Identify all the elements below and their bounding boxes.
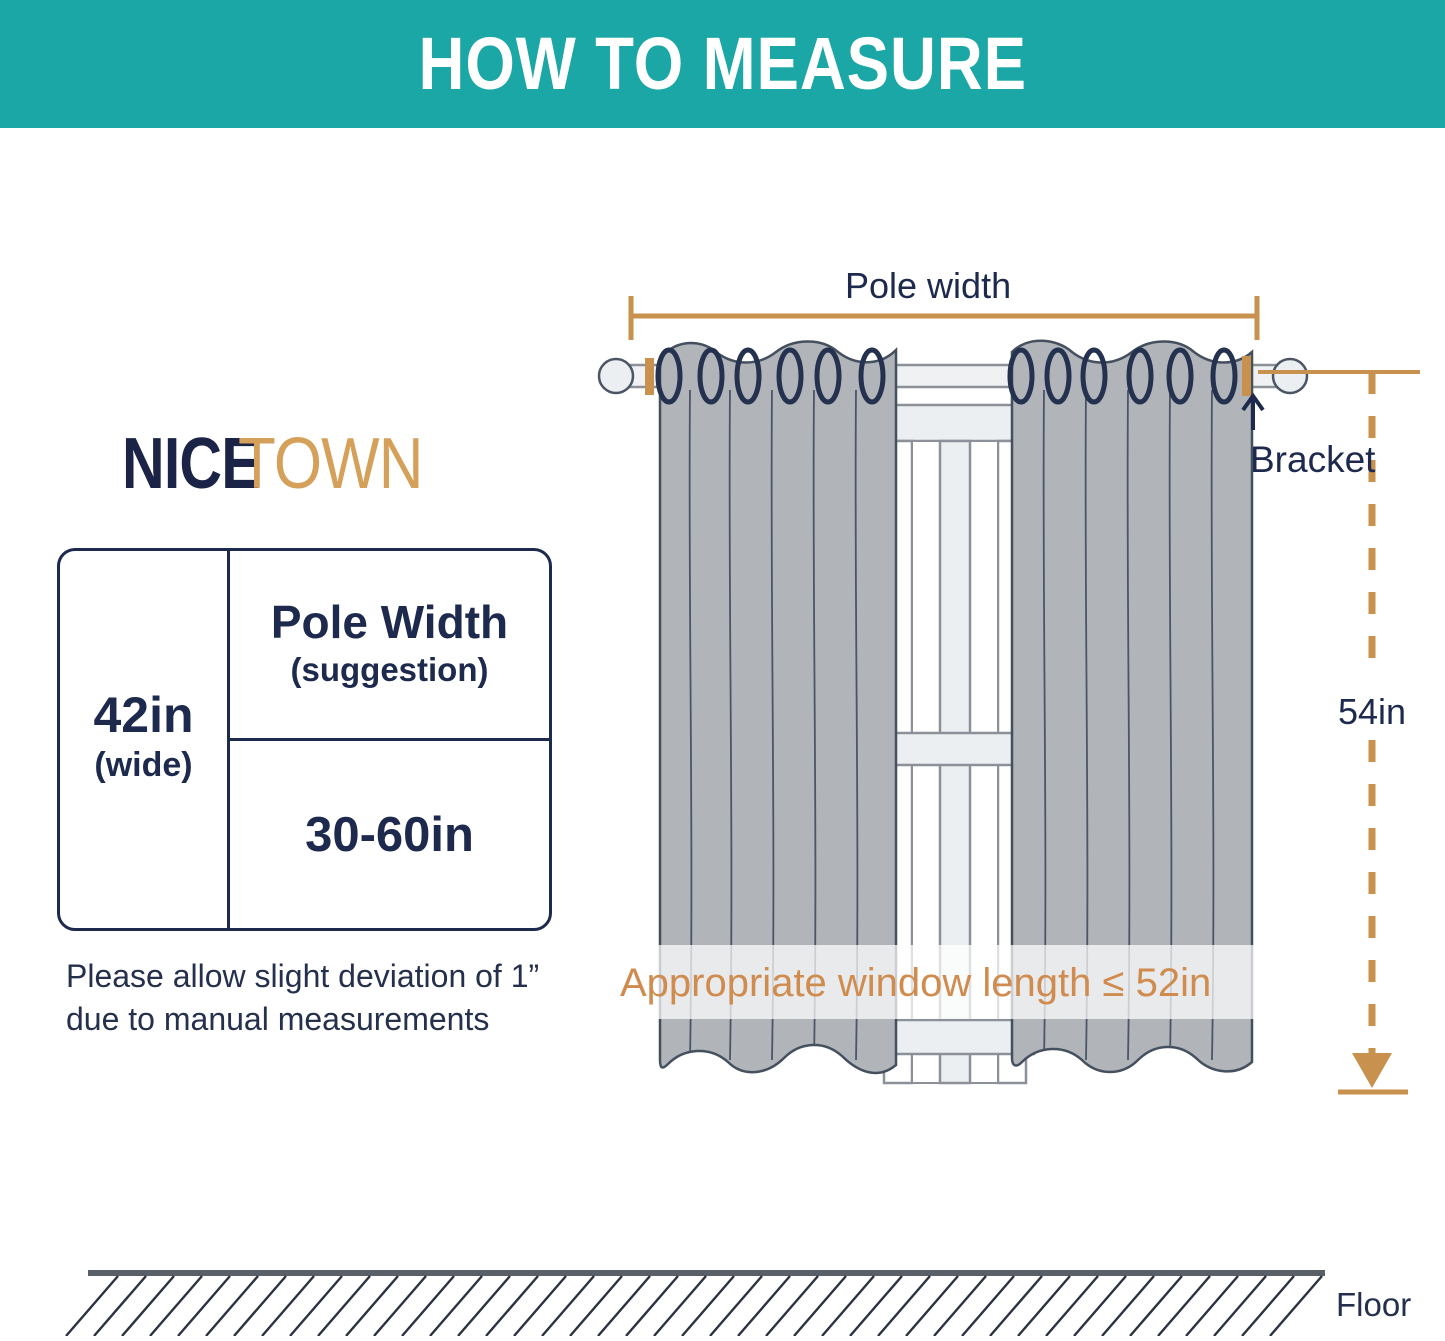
panel-width-value: 42in xyxy=(93,687,194,744)
measurement-note-line2: due to manual measurements xyxy=(66,1000,490,1037)
pole-width-dimension-label: Pole width xyxy=(845,265,1012,306)
arrow-down-icon xyxy=(1352,1053,1392,1088)
pole-width-header-cell: Pole Width (suggestion) xyxy=(230,551,549,741)
pole-width-value-cell: 30-60in xyxy=(230,741,549,928)
pole-width-header-title: Pole Width xyxy=(270,595,509,648)
specification-table: 42in (wide) Pole Width (suggestion) 30-6… xyxy=(57,548,552,931)
page-title: HOW TO MEASURE xyxy=(418,22,1027,105)
panel-width-cell: 42in (wide) xyxy=(60,551,230,928)
brand-logo: NICETOWN xyxy=(122,428,453,500)
floor-graphic xyxy=(65,1270,1325,1337)
window-length-text-backdrop xyxy=(618,945,1308,1019)
bracket-label: Bracket xyxy=(1250,439,1376,480)
rod-finial-right xyxy=(1271,357,1309,395)
floor-label: Floor xyxy=(1336,1286,1412,1323)
pole-width-dimension xyxy=(628,296,1260,340)
height-dimension xyxy=(1258,370,1420,1095)
measurement-note: Please allow slight deviation of 1” due … xyxy=(66,955,606,1040)
height-dimension-label: 54in xyxy=(1338,691,1407,732)
measurement-note-line1: Please allow slight deviation of 1” xyxy=(66,958,540,994)
grommet-rings xyxy=(655,347,1238,405)
brand-name-secondary: TOWN xyxy=(238,424,423,504)
brand-name-primary: NICE xyxy=(122,424,261,504)
header-banner: HOW TO MEASURE xyxy=(0,0,1445,128)
bracket-callout-arrow xyxy=(1241,392,1265,430)
pole-width-header-subtitle: (suggestion) xyxy=(290,650,489,688)
panel-width-unit: (wide) xyxy=(94,745,193,784)
rod-brackets xyxy=(645,356,1251,396)
pole-width-range-value: 30-60in xyxy=(305,807,474,862)
rod-finial-left xyxy=(597,357,635,395)
pole-width-column: Pole Width (suggestion) 30-60in xyxy=(230,551,549,928)
window-length-label: Appropriate window length ≤ 52in xyxy=(620,961,1212,1005)
